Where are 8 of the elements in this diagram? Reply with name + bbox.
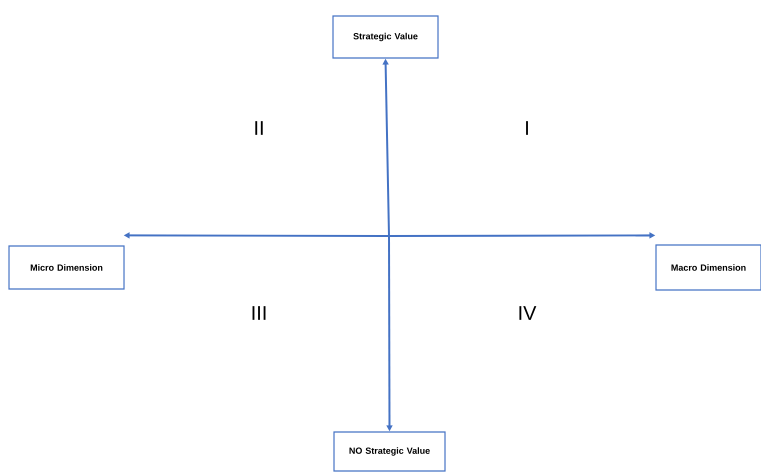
axis-label-box: NO Strategic Value <box>333 431 446 472</box>
axis-label-box: Macro Dimension <box>655 244 761 291</box>
quadrant-number: II <box>255 121 263 135</box>
quadrant-number: III <box>252 306 266 320</box>
quadrant-number: I <box>526 121 528 135</box>
quadrant-number: IV <box>519 306 536 320</box>
axis-label-box: Strategic Value <box>332 15 439 59</box>
axis-label-box: Micro Dimension <box>8 245 125 290</box>
